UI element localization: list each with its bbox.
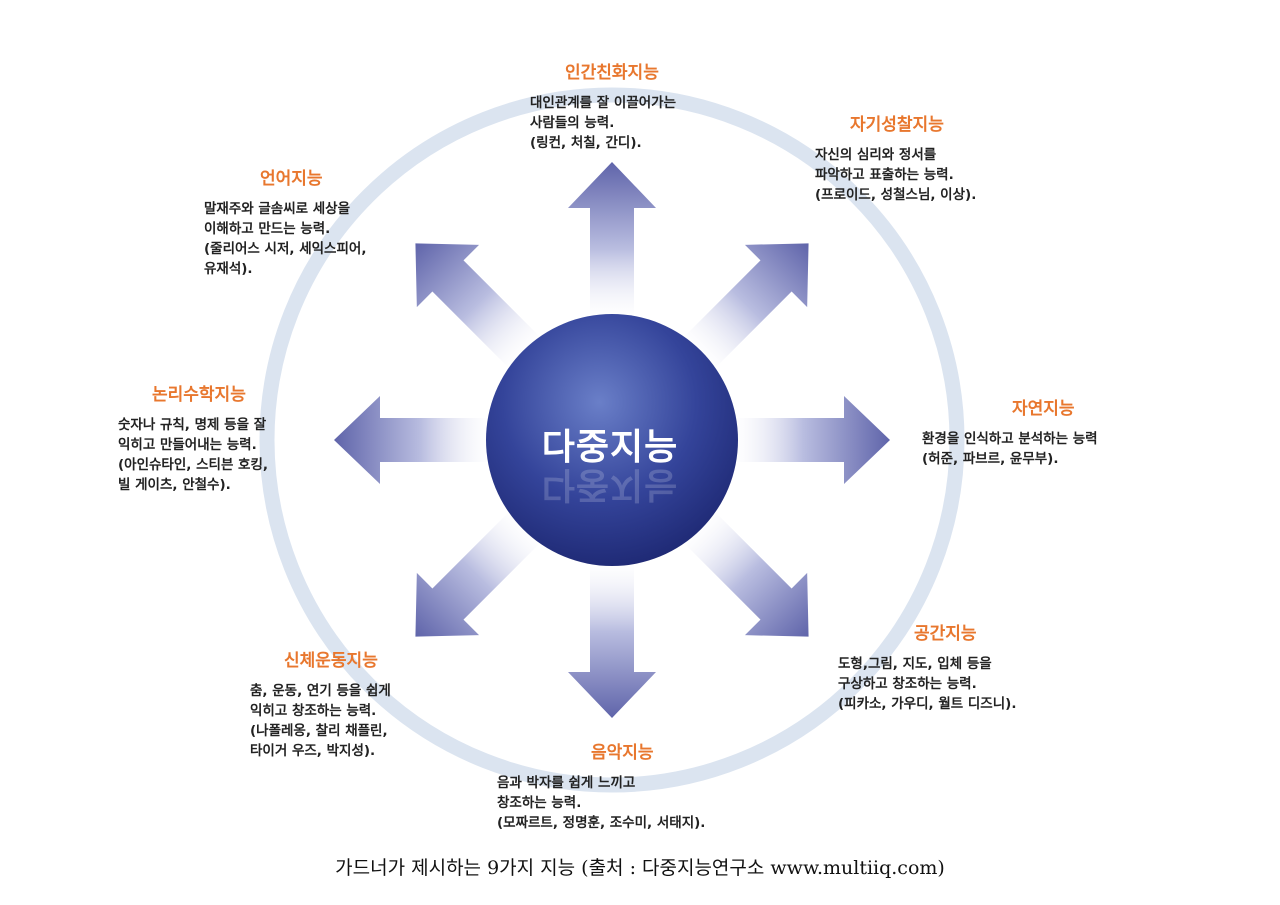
- desc-line: 숫자나 규칙, 명제 등을 잘: [118, 417, 267, 433]
- outer-ring: [259, 87, 965, 793]
- desc-line: 도형,그림, 지도, 입체 등을: [838, 656, 992, 672]
- desc-line: (링컨, 처칠, 간디).: [530, 135, 642, 151]
- center-label-reflection: 다중지능: [541, 464, 679, 505]
- title-spatial: 공간지능: [914, 624, 977, 644]
- desc-line: 음과 박자를 쉽게 느끼고: [497, 775, 636, 791]
- arrow-up-left: [415, 243, 543, 371]
- desc-line: 말재주와 글솜씨로 세상을: [204, 201, 351, 217]
- desc-line: 자신의 심리와 정서를: [815, 147, 937, 163]
- desc-line: 익히고 창조하는 능력.: [250, 703, 377, 719]
- block-bodily-kinesthetic: 신체운동지능 춤, 운동, 연기 등을 쉽게 익히고 창조하는 능력. (나폴레…: [250, 646, 391, 761]
- title-intrapersonal: 자기성찰지능: [850, 115, 944, 135]
- arrow-right: [732, 396, 890, 484]
- desc-line: 파악하고 표출하는 능력.: [815, 167, 954, 183]
- desc-line: 유재석).: [204, 261, 253, 277]
- desc-line: 이해하고 만드는 능력.: [204, 221, 331, 237]
- desc-line: 익히고 만들어내는 능력.: [118, 437, 257, 453]
- arrow-up: [568, 162, 656, 320]
- desc-spatial: 도형,그림, 지도, 입체 등을 구상하고 창조하는 능력. (피카소, 가우디…: [838, 654, 1016, 714]
- desc-musical: 음과 박자를 쉽게 느끼고 창조하는 능력. (모짜르트, 정명훈, 조수미, …: [497, 773, 705, 833]
- desc-line: 창조하는 능력.: [497, 795, 582, 811]
- desc-line: (모짜르트, 정명훈, 조수미, 서태지).: [497, 815, 706, 831]
- desc-line: (아인슈타인, 스티븐 호킹,: [118, 457, 269, 473]
- title-logical-mathematical: 논리수학지능: [152, 385, 246, 405]
- arrow-down-right: [681, 509, 809, 637]
- desc-bodily-kinesthetic: 춤, 운동, 연기 등을 쉽게 익히고 창조하는 능력. (나폴레옹, 찰리 채…: [250, 681, 391, 761]
- center-sphere: [486, 314, 738, 566]
- desc-linguistic: 말재주와 글솜씨로 세상을 이해하고 만드는 능력. (줄리어스 시저, 세익스…: [204, 199, 366, 279]
- arrow-left: [334, 396, 492, 484]
- block-logical-mathematical: 논리수학지능 숫자나 규칙, 명제 등을 잘 익히고 만들어내는 능력. (아인…: [118, 380, 268, 495]
- block-interpersonal: 인간친화지능 대인관계를 잘 이끌어가는 사람들의 능력. (링컨, 처칠, 간…: [530, 58, 676, 153]
- desc-line: (프로이드, 성철스님, 이상).: [815, 187, 977, 203]
- title-musical: 음악지능: [591, 743, 654, 763]
- arrow-group: [334, 162, 890, 718]
- block-musical: 음악지능 음과 박자를 쉽게 느끼고 창조하는 능력. (모짜르트, 정명훈, …: [497, 738, 705, 833]
- desc-intrapersonal: 자신의 심리와 정서를 파악하고 표출하는 능력. (프로이드, 성철스님, 이…: [815, 145, 976, 205]
- title-interpersonal: 인간친화지능: [565, 63, 659, 83]
- desc-line: 춤, 운동, 연기 등을 쉽게: [250, 683, 391, 699]
- title-linguistic: 언어지능: [260, 169, 323, 189]
- desc-logical-mathematical: 숫자나 규칙, 명제 등을 잘 익히고 만들어내는 능력. (아인슈타인, 스티…: [118, 415, 268, 495]
- desc-line: (나폴레옹, 찰리 채플린,: [250, 723, 388, 739]
- desc-line: 환경을 인식하고 분석하는 능력: [922, 431, 1098, 447]
- desc-line: 구상하고 창조하는 능력.: [838, 676, 977, 692]
- block-spatial: 공간지능 도형,그림, 지도, 입체 등을 구상하고 창조하는 능력. (피카소…: [838, 619, 1016, 714]
- desc-line: 사람들의 능력.: [530, 115, 615, 131]
- arrow-down: [568, 560, 656, 718]
- desc-interpersonal: 대인관계를 잘 이끌어가는 사람들의 능력. (링컨, 처칠, 간디).: [530, 93, 676, 153]
- desc-line: (줄리어스 시저, 세익스피어,: [204, 241, 367, 257]
- desc-line: (허준, 파브르, 윤무부).: [922, 451, 1059, 467]
- block-linguistic: 언어지능 말재주와 글솜씨로 세상을 이해하고 만드는 능력. (줄리어스 시저…: [204, 164, 366, 279]
- title-naturalist: 자연지능: [1012, 399, 1075, 419]
- block-intrapersonal: 자기성찰지능 자신의 심리와 정서를 파악하고 표출하는 능력. (프로이드, …: [815, 110, 976, 205]
- block-naturalist: 자연지능 환경을 인식하고 분석하는 능력 (허준, 파브르, 윤무부).: [922, 394, 1098, 469]
- center-label: 다중지능: [541, 427, 679, 468]
- desc-line: 빌 게이츠, 안철수).: [118, 477, 231, 493]
- desc-naturalist: 환경을 인식하고 분석하는 능력 (허준, 파브르, 윤무부).: [922, 429, 1098, 469]
- desc-line: 타이거 우즈, 박지성).: [250, 743, 376, 759]
- arrow-down-left: [415, 509, 543, 637]
- arrow-up-right: [681, 243, 809, 371]
- desc-line: (피카소, 가우디, 월트 디즈니).: [838, 696, 1017, 712]
- title-bodily-kinesthetic: 신체운동지능: [284, 651, 378, 671]
- desc-line: 대인관계를 잘 이끌어가는: [530, 95, 677, 111]
- figure-caption: 가드너가 제시하는 9가지 지능 (출처 : 다중지능연구소 www.multi…: [335, 857, 945, 879]
